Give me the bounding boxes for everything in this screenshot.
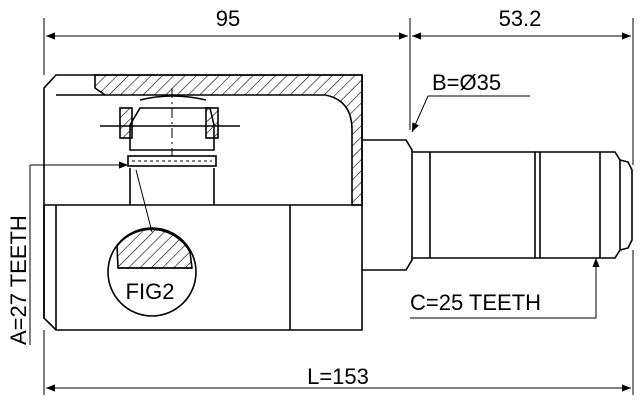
shaft-body [412,151,536,259]
dim-53-label: 53.2 [499,6,542,31]
callout-c: C=25 TEETH [410,258,600,319]
fig2-leader [135,169,153,233]
fig2-label: FIG2 [126,279,175,304]
roller-left-race [119,107,133,139]
housing-wall-hatched [94,74,363,206]
shaft-collar [362,139,413,271]
callout-b: B=Ø35 [411,70,530,133]
dimension-bottom: L=153 [43,250,634,395]
callout-b-text: B=Ø35 [432,70,501,95]
shaft-tip [619,159,633,251]
dimension-top: 95 53.2 [43,6,634,165]
roller-cap [139,95,207,101]
needle-bearing [127,155,217,167]
callout-a-text: A=27 TEETH [6,215,31,345]
fig2-hatched-section [116,228,193,269]
dim-total-label: L=153 [307,364,369,389]
housing-outline [43,74,363,331]
fig2-detail: FIG2 [107,169,197,317]
callout-b-leader [411,95,429,133]
roller-right-race [205,107,219,139]
spline-section [535,151,621,259]
callout-a: A=27 TEETH [6,161,128,345]
housing [43,74,363,331]
dim-95-label: 95 [216,6,240,31]
shaft [362,139,633,271]
fig2-circle [107,227,197,317]
callout-c-text: C=25 TEETH [410,290,541,315]
